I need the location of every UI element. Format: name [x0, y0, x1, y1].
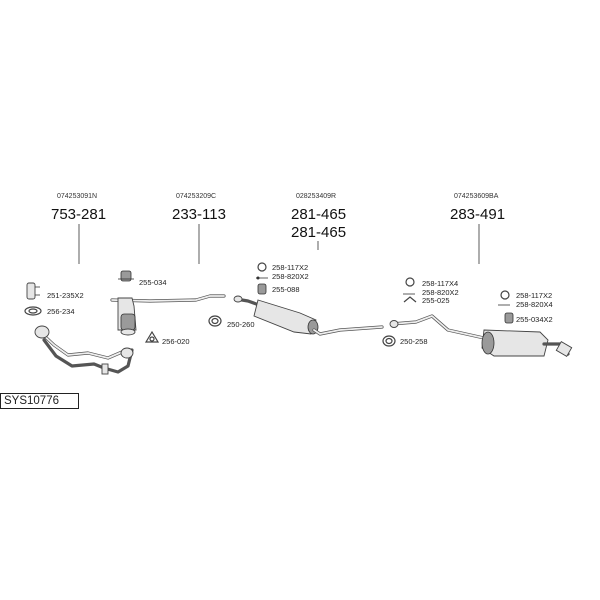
- fitting-label-258-117x2-a[interactable]: 258-117X2: [272, 263, 308, 272]
- clamp-icon: [144, 330, 160, 343]
- gasket-ring-icon: [24, 306, 42, 316]
- fitting-label-258-820x2-b[interactable]: 258-820X2: [422, 288, 459, 297]
- bracket-icon: [403, 296, 417, 303]
- fitting-label-255-025[interactable]: 255-025: [422, 296, 450, 305]
- fitting-label-255-034x2[interactable]: 255-034X2: [516, 315, 553, 324]
- clamp-icon: [382, 335, 396, 347]
- fitting-label-258-117x4[interactable]: 258-117X4: [422, 279, 458, 288]
- oe-number-rear-silencer: 074253609BA: [454, 193, 499, 200]
- part-number-middle-silencer[interactable]: 281-465: [291, 206, 346, 223]
- rubber-mount-icon: [504, 312, 514, 324]
- fitting-label-258-117x2-b[interactable]: 258-117X2: [516, 291, 552, 300]
- oe-number-middle-silencer: 028253409R: [296, 193, 336, 200]
- gasket-ring-icon: [500, 290, 510, 300]
- fitting-label-256-234[interactable]: 256-234: [47, 307, 75, 316]
- part-number-middle-silencer-alt[interactable]: 281-465: [291, 224, 346, 241]
- rubber-mount-icon: [118, 270, 134, 282]
- fitting-label-255-088[interactable]: 255-088: [272, 285, 300, 294]
- catalog-code-label: SYS10776: [0, 393, 79, 409]
- clamp-icon: [208, 315, 222, 327]
- oe-number-catalytic: 074253209C: [176, 193, 216, 200]
- part-number-rear-silencer[interactable]: 283-491: [450, 206, 505, 223]
- fitting-label-250-258[interactable]: 250-258: [400, 337, 428, 346]
- bolt-icon: [256, 276, 268, 280]
- fitting-label-255-034[interactable]: 255-034: [139, 278, 167, 287]
- rear-silencer-icon: [389, 314, 573, 357]
- gasket-ring-icon: [257, 262, 267, 272]
- oe-number-front-pipe: 074253091N: [57, 193, 97, 200]
- fitting-label-258-820x2-a[interactable]: 258-820X2: [272, 272, 309, 281]
- middle-silencer-icon: [233, 295, 384, 336]
- fitting-label-256-020[interactable]: 256-020: [162, 337, 190, 346]
- gasket-ring-icon: [405, 277, 415, 287]
- front-pipe-icon: [34, 325, 134, 375]
- part-number-front-pipe[interactable]: 753-281: [51, 206, 106, 223]
- fitting-label-250-260[interactable]: 250-260: [227, 320, 255, 329]
- catalytic-converter-icon: [110, 294, 226, 336]
- part-number-catalytic[interactable]: 233-113: [172, 206, 226, 223]
- bracket-icon: [26, 282, 40, 300]
- fitting-label-258-820x4[interactable]: 258-820X4: [516, 300, 553, 309]
- fitting-label-251-235x2[interactable]: 251-235X2: [47, 291, 84, 300]
- rubber-mount-icon: [257, 283, 267, 295]
